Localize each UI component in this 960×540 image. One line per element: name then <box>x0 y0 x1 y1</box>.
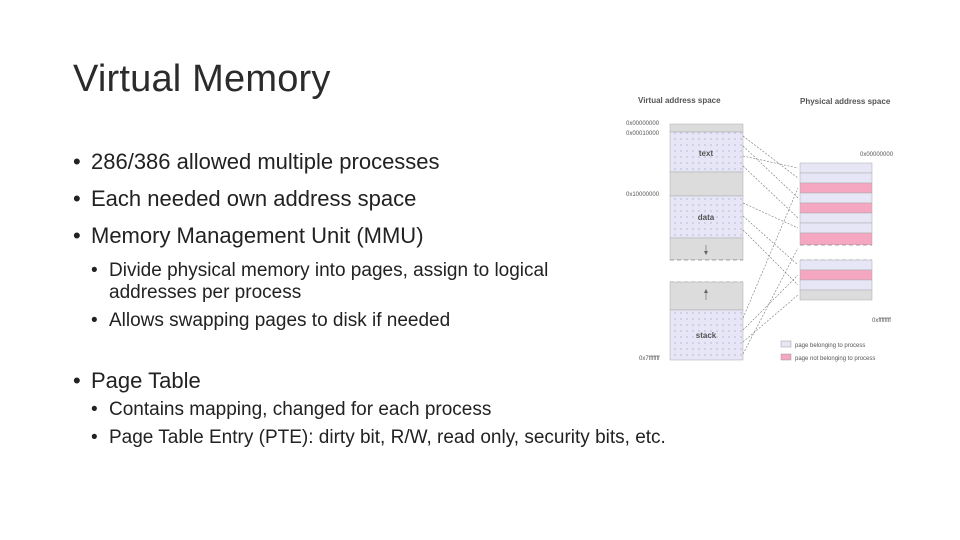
legend: page belonging to process page not belon… <box>780 340 875 362</box>
address-label: 0x7fffffff <box>639 356 660 362</box>
bullet-item: 286/386 allowed multiple processes <box>73 143 653 180</box>
page-mapping-arrows <box>742 135 799 355</box>
address-label: 0x00010000 <box>626 131 660 137</box>
segment-label-text: text <box>699 149 714 158</box>
sub-bullet-item: Contains mapping, changed for each proce… <box>73 399 653 421</box>
legend-swatch-own <box>780 340 792 348</box>
address-label: 0x00000000 <box>626 121 660 127</box>
sub-bullet-line: Divide physical memory into pages, assig… <box>109 260 549 281</box>
address-label: 0x10000000 <box>626 192 660 198</box>
address-label: 0xffffffff <box>872 318 891 324</box>
legend-label-other: page not belonging to process <box>795 356 875 362</box>
bullet-item: Memory Management Unit (MMU) <box>73 217 653 254</box>
virtual-memory-diagram: Virtual address space Physical address s… <box>626 96 894 362</box>
sub-bullet-item: Page Table Entry (PTE): dirty bit, R/W, … <box>73 427 666 449</box>
bullet-list: 286/386 allowed multiple processes Each … <box>73 143 666 449</box>
physical-space-title: Physical address space <box>800 97 891 106</box>
physical-address-column <box>799 162 873 301</box>
bullet-item: Each needed own address space <box>73 180 653 217</box>
sub-bullet-item: Allows swapping pages to disk if needed <box>73 310 653 332</box>
legend-swatch-other <box>780 353 792 361</box>
virtual-space-title: Virtual address space <box>638 96 721 105</box>
segment-label-stack: stack <box>696 331 717 340</box>
legend-label-own: page belonging to process <box>795 343 865 349</box>
slide-title: Virtual Memory <box>73 58 331 100</box>
segment-label-data: data <box>698 213 715 222</box>
sub-bullet-item: Divide physical memory into pages, assig… <box>73 260 653 304</box>
virtual-address-column: text data stack <box>669 123 744 361</box>
sub-bullet-line: addresses per process <box>109 282 302 303</box>
bullet-item: Page Table <box>73 362 653 399</box>
address-label: 0x00000000 <box>860 152 894 158</box>
